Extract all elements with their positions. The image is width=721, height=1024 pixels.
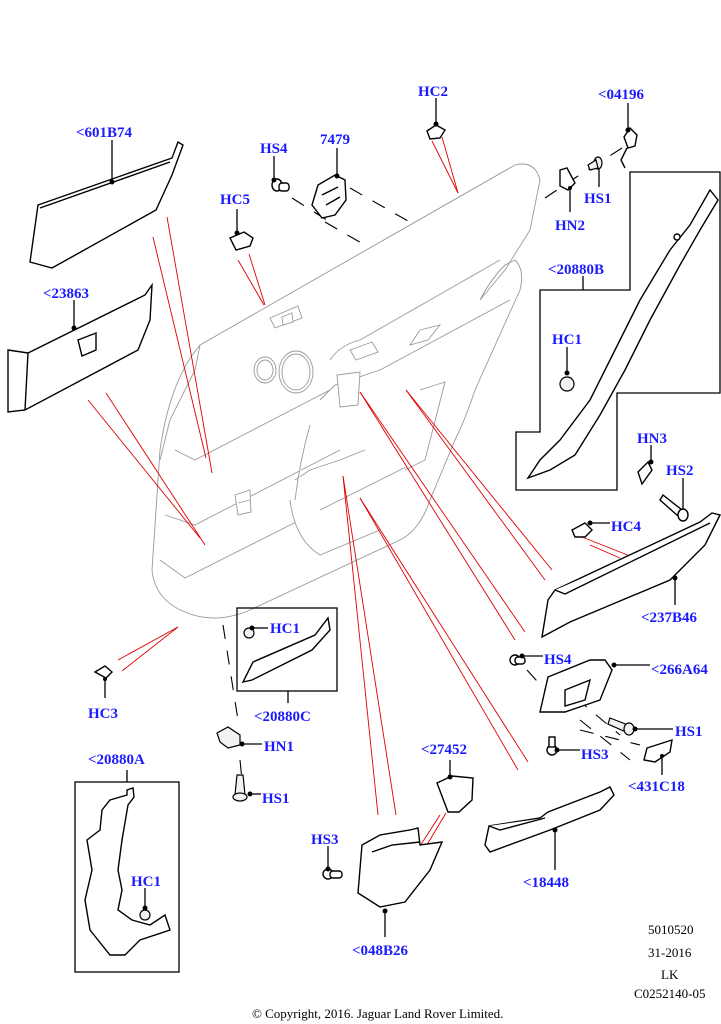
part-hs3-mid[interactable]	[546, 736, 580, 756]
label-23863[interactable]: <23863	[43, 286, 89, 302]
label-20880c[interactable]: <20880C	[254, 709, 311, 725]
part-hc3[interactable]	[93, 665, 114, 698]
label-27452[interactable]: <27452	[421, 742, 467, 758]
part-hs4-mid[interactable]	[509, 653, 543, 666]
diagram-code: 5010520	[648, 922, 694, 937]
callout-lines	[87, 136, 631, 849]
label-hs4-mid[interactable]: HS4	[544, 652, 572, 668]
part-20880b-inset[interactable]	[515, 171, 721, 491]
part-hs1-mid[interactable]	[607, 717, 673, 736]
label-18448[interactable]: <18448	[523, 875, 569, 891]
part-hs2[interactable]	[659, 478, 689, 522]
label-hc1-c[interactable]: HC1	[270, 621, 300, 637]
label-hs1-mid[interactable]: HS1	[675, 724, 703, 740]
door-trim-panel	[151, 163, 541, 619]
label-237b46[interactable]: <237B46	[641, 610, 698, 626]
label-04196[interactable]: <04196	[598, 87, 645, 103]
label-hc5[interactable]: HC5	[220, 192, 250, 208]
part-18448[interactable]	[484, 786, 615, 870]
label-hc1-b[interactable]: HC1	[552, 332, 582, 348]
diagram-reference: C0252140-05	[634, 986, 706, 1001]
label-hc4[interactable]: HC4	[611, 519, 642, 535]
label-601b74[interactable]: <601B74	[76, 125, 133, 141]
part-hc4[interactable]	[571, 520, 610, 538]
part-048b26[interactable]	[357, 827, 444, 937]
label-hn1[interactable]: HN1	[264, 739, 294, 755]
part-hs3-bot[interactable]	[322, 846, 343, 880]
label-20880a[interactable]: <20880A	[88, 752, 145, 768]
part-20880c-inset[interactable]	[236, 607, 338, 703]
label-hn2[interactable]: HN2	[555, 218, 585, 234]
copyright-notice: © Copyright, 2016. Jaguar Land Rover Lim…	[252, 1006, 503, 1021]
label-hs1-bot[interactable]: HS1	[262, 791, 290, 807]
label-hs3-bot[interactable]: HS3	[311, 832, 339, 848]
label-hs3-mid[interactable]: HS3	[581, 747, 609, 763]
part-hs1-bot[interactable]	[232, 774, 261, 802]
part-7479[interactable]	[311, 148, 347, 219]
label-266a64[interactable]: <266A64	[651, 662, 708, 678]
part-27452[interactable]	[436, 760, 474, 813]
part-237b46[interactable]	[541, 512, 721, 639]
label-048b26[interactable]: <048B26	[352, 943, 409, 959]
part-hn1[interactable]	[216, 726, 262, 749]
part-hc2[interactable]	[426, 98, 446, 140]
part-hn2[interactable]	[559, 167, 576, 212]
label-hc3[interactable]: HC3	[88, 706, 118, 722]
diagram-date: 31-2016	[648, 945, 692, 960]
label-431c18[interactable]: <431C18	[628, 779, 685, 795]
label-7479[interactable]: 7479	[320, 132, 350, 148]
diagram-initials: LK	[661, 967, 679, 982]
part-hn3[interactable]	[637, 445, 654, 486]
label-20880b[interactable]: <20880B	[548, 262, 604, 278]
part-20880a-inset[interactable]	[74, 770, 180, 973]
label-hc2[interactable]: HC2	[418, 84, 448, 100]
part-266a64[interactable]	[539, 659, 650, 713]
part-hs4-top[interactable]	[271, 156, 290, 192]
part-hs1-top[interactable]	[587, 156, 603, 187]
part-23863[interactable]	[7, 282, 153, 413]
part-431c18[interactable]	[643, 738, 673, 775]
label-hs4-top[interactable]: HS4	[260, 141, 288, 157]
part-601b74[interactable]	[29, 140, 184, 269]
label-hs2[interactable]: HS2	[666, 463, 694, 479]
label-hn3[interactable]: HN3	[637, 431, 667, 447]
label-hc1-a[interactable]: HC1	[131, 874, 161, 890]
part-04196[interactable]	[620, 103, 638, 169]
part-hc5[interactable]	[229, 209, 254, 251]
label-hs1-top[interactable]: HS1	[584, 191, 612, 207]
